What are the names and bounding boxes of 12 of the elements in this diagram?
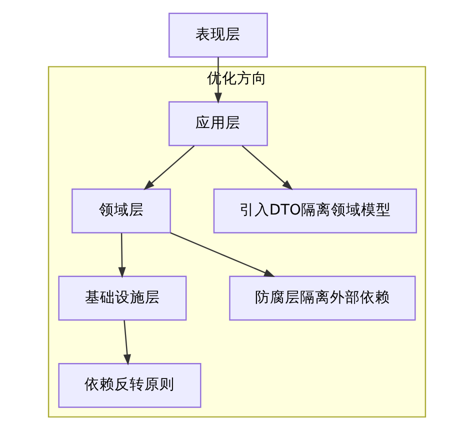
arrow <box>118 233 126 278</box>
arrow <box>144 145 195 190</box>
node-box: 防腐层隔离外部依赖 <box>229 276 416 321</box>
arrow <box>170 232 276 277</box>
arrow <box>242 145 293 190</box>
arrow <box>123 320 131 366</box>
node-box: 引入DTO隔离领域模型 <box>213 188 417 234</box>
node-box: 领域层 <box>72 188 171 234</box>
node-box: 依赖反转原则 <box>58 363 202 408</box>
node-box: 应用层 <box>168 101 268 146</box>
node-box: 基础设施层 <box>58 276 187 321</box>
node-box: 表现层 <box>168 12 268 58</box>
